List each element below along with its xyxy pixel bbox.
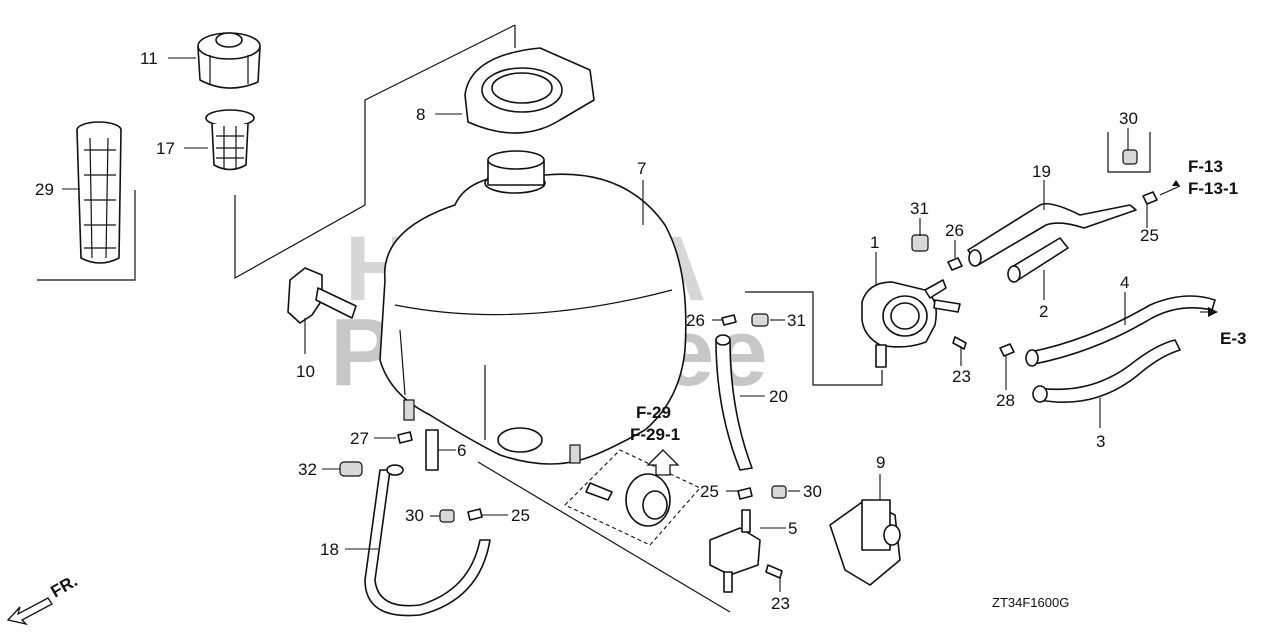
callout-3: 3	[1096, 432, 1105, 451]
part-25-clip-b[interactable]	[737, 487, 753, 500]
reference-arrows	[6, 180, 1218, 626]
assembly-outline	[37, 24, 1151, 613]
callout-30c: 30	[405, 506, 424, 525]
part-18-hose[interactable]	[364, 464, 491, 617]
part-20-hose[interactable]	[715, 334, 753, 471]
part-26-clip-b[interactable]	[721, 314, 737, 326]
callout-1: 1	[870, 233, 879, 252]
part-10-bracket[interactable]	[287, 267, 357, 324]
callout-29: 29	[35, 180, 54, 199]
part-19-hose[interactable]	[967, 202, 1137, 267]
arrow-f13	[1172, 180, 1180, 186]
callout-31b: 31	[787, 311, 806, 330]
front-arrow-icon	[6, 597, 53, 626]
part-28-clip[interactable]	[999, 343, 1015, 357]
ref-f13[interactable]: F-13	[1188, 157, 1223, 176]
callout-9: 9	[876, 453, 885, 472]
clips-and-clamps	[339, 149, 1158, 579]
callout-32: 32	[298, 460, 317, 479]
callout-23b: 23	[771, 594, 790, 613]
callout-10: 10	[296, 362, 315, 381]
part-1-fuel-pump[interactable]	[861, 279, 961, 368]
callout-25a: 25	[1140, 226, 1159, 245]
part-7-fuel-tank[interactable]	[379, 150, 687, 465]
part-5-fuel-valve[interactable]	[709, 509, 761, 593]
ref-f29-1[interactable]: F-29-1	[630, 425, 680, 444]
callout-25b: 25	[700, 482, 719, 501]
callout-18: 18	[320, 540, 339, 559]
callout-27: 27	[350, 429, 369, 448]
callout-30a: 30	[1119, 109, 1138, 128]
part-30-clamp-b[interactable]	[771, 485, 787, 499]
part-11-fuel-cap[interactable]	[197, 32, 261, 89]
part-2-hose[interactable]	[1007, 237, 1069, 283]
callout-8: 8	[416, 105, 425, 124]
callout-6: 6	[457, 441, 466, 460]
callout-26a: 26	[945, 221, 964, 240]
callout-labels: 11 8 17 29 7 10 30 19 31 26 1 25 2 4 26 …	[35, 49, 1159, 613]
callout-17: 17	[156, 139, 175, 158]
callout-23a: 23	[952, 367, 971, 386]
part-30-clamp-c[interactable]	[439, 509, 455, 523]
part-6-fuel-strainer-cock[interactable]	[425, 429, 439, 471]
leader-lines	[62, 57, 1215, 592]
callout-20: 20	[769, 387, 788, 406]
front-indicator: FR.	[48, 571, 81, 601]
callout-31a: 31	[910, 199, 929, 218]
callout-7: 7	[637, 159, 646, 178]
part-23-bolt-a[interactable]	[952, 336, 967, 350]
part-17-strainer[interactable]	[205, 109, 255, 171]
callout-5: 5	[788, 519, 797, 538]
callout-30b: 30	[803, 482, 822, 501]
ref-f13-1[interactable]: F-13-1	[1188, 179, 1238, 198]
callout-2: 2	[1039, 302, 1048, 321]
part-23-bolt-b[interactable]	[765, 564, 783, 579]
part-8-tank-cover[interactable]	[464, 47, 595, 134]
part-3-hose[interactable]	[1032, 339, 1181, 403]
arrow-e3	[1208, 307, 1218, 317]
callout-28: 28	[996, 391, 1015, 410]
part-9-bracket[interactable]	[829, 499, 901, 586]
callout-11: 11	[140, 49, 158, 68]
f29-subassembly	[564, 449, 701, 546]
ref-e3[interactable]: E-3	[1220, 329, 1246, 348]
ref-f29[interactable]: F-29	[636, 403, 671, 422]
part-31-clamp-a[interactable]	[911, 234, 929, 252]
part-31-clamp-b[interactable]	[751, 313, 769, 327]
callout-26b: 26	[686, 311, 705, 330]
part-32-clamp[interactable]	[339, 461, 363, 477]
part-25-clip-c[interactable]	[467, 508, 483, 521]
part-26-clip-a[interactable]	[947, 257, 963, 271]
part-27-clip[interactable]	[397, 431, 413, 444]
callout-4: 4	[1120, 273, 1129, 292]
part-4-hose[interactable]	[1025, 295, 1216, 367]
callout-25c: 25	[511, 506, 530, 525]
section-references: F-13 F-13-1 E-3 F-29 F-29-1 FR. ZT34F160…	[48, 157, 1247, 610]
part-29-filter-screen[interactable]	[76, 121, 122, 264]
arrow-f29	[646, 449, 680, 476]
part-25-clip-a[interactable]	[1142, 191, 1158, 205]
part-30-clamp-a[interactable]	[1122, 149, 1138, 165]
diagram-code: ZT34F1600G	[992, 595, 1069, 610]
callout-19: 19	[1032, 162, 1051, 181]
